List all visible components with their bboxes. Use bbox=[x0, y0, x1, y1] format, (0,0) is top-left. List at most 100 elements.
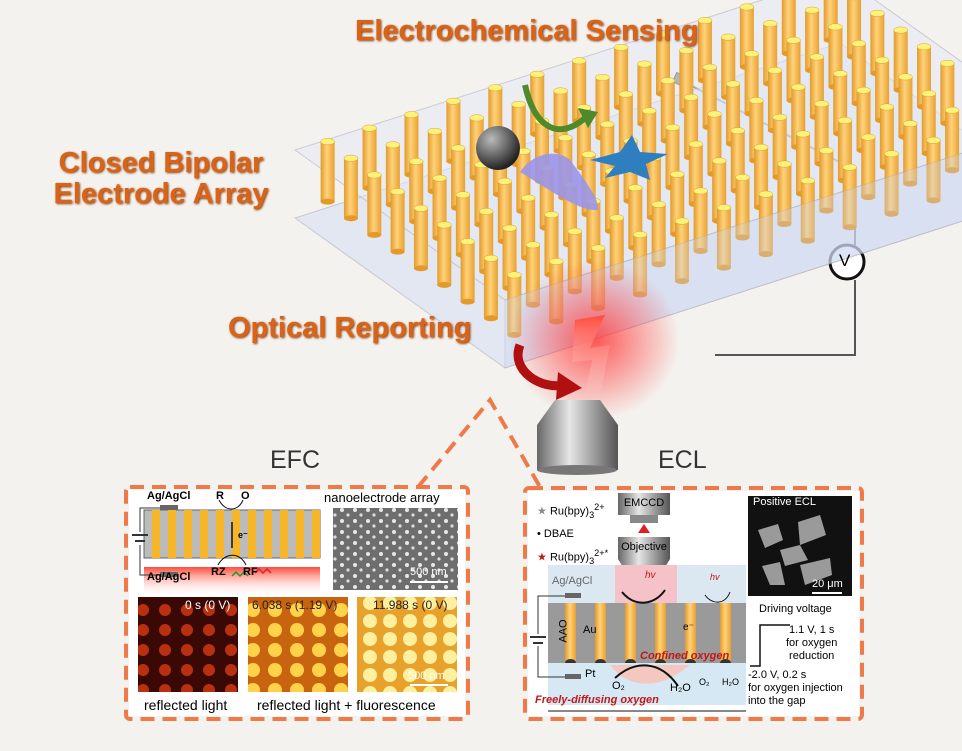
pillar-top bbox=[819, 147, 834, 155]
legend-item: ★ Ru(bpy)32+ bbox=[537, 498, 608, 525]
nanoelectrode-bar bbox=[168, 510, 176, 558]
pillar-top bbox=[804, 6, 820, 14]
pillar bbox=[735, 174, 750, 241]
objective-label: Objective bbox=[621, 541, 667, 553]
pillar-top bbox=[940, 59, 955, 67]
pillar-body bbox=[390, 191, 405, 252]
efc-frame-0 bbox=[138, 597, 238, 692]
arrow-head bbox=[578, 108, 598, 128]
pillar-base bbox=[413, 265, 428, 272]
pillar-top bbox=[893, 26, 908, 34]
pillar-top bbox=[777, 160, 792, 168]
pillar-base bbox=[926, 197, 941, 204]
efc-heading: EFC bbox=[270, 446, 320, 474]
pillar-top bbox=[529, 70, 545, 78]
pillar-top bbox=[809, 53, 825, 61]
step-line: for oxygen bbox=[786, 637, 838, 649]
pillar-top bbox=[758, 190, 774, 198]
pillar-base bbox=[716, 264, 731, 271]
efc-schematic bbox=[132, 499, 321, 597]
pillar-base bbox=[735, 234, 750, 241]
h2o-label-2: H₂O bbox=[722, 677, 739, 687]
legend-item: ★ Ru(bpy)32+* bbox=[537, 544, 608, 571]
pillar-top bbox=[413, 204, 429, 212]
ecl-image-label: Positive ECL bbox=[753, 496, 816, 508]
pillar-base bbox=[390, 248, 405, 255]
h2o-label: H₂O bbox=[670, 682, 691, 694]
pillar bbox=[651, 200, 666, 268]
pillar bbox=[343, 154, 359, 222]
pillar-top bbox=[762, 20, 778, 28]
pillar-base bbox=[884, 210, 899, 217]
zoom-connector bbox=[124, 396, 864, 721]
pillar-top bbox=[553, 87, 568, 95]
pt-label: Pt bbox=[585, 668, 596, 680]
ecl-electron-label: e⁻ bbox=[683, 622, 694, 633]
pillar-body bbox=[320, 141, 335, 202]
pillar-top bbox=[711, 157, 727, 165]
pillar-top bbox=[637, 60, 652, 68]
pillar-top bbox=[679, 47, 694, 55]
title-optical-reporting: Optical Reporting bbox=[228, 312, 472, 344]
pillar-top bbox=[744, 50, 759, 58]
o2-label-2: O₂ bbox=[699, 677, 710, 687]
electron-label: e⁻ bbox=[238, 530, 248, 540]
pillar-top bbox=[688, 140, 704, 148]
pillar-top bbox=[507, 271, 522, 279]
pillar-body bbox=[945, 110, 960, 171]
pillar-base bbox=[437, 281, 452, 288]
pillar-top bbox=[497, 177, 513, 185]
pillar-top bbox=[842, 163, 857, 171]
pillar-body bbox=[777, 164, 792, 225]
pillar-body bbox=[819, 150, 834, 211]
title-line: Electrode Array bbox=[53, 178, 269, 210]
nanoelectrode-bar bbox=[312, 510, 320, 558]
pillar bbox=[437, 221, 452, 288]
pillar-base bbox=[842, 224, 857, 231]
pillar-base bbox=[819, 207, 834, 214]
reactant-rz: RZ bbox=[211, 566, 226, 578]
freely-diffusing-oxygen-label: Freely-diffusing oxygen bbox=[535, 694, 659, 706]
pillar-top bbox=[609, 214, 624, 222]
analyte-star bbox=[590, 135, 668, 180]
analyte-cell bbox=[520, 153, 599, 211]
pillar-top bbox=[735, 174, 750, 181]
reactant-r: R bbox=[216, 490, 224, 502]
pillar-top bbox=[916, 43, 932, 51]
pillar-top bbox=[902, 120, 918, 128]
step-line: into the gap bbox=[748, 695, 806, 707]
pillar-body bbox=[367, 174, 382, 235]
sem-scale-label: 500 nm bbox=[410, 566, 447, 578]
pillar bbox=[367, 171, 382, 238]
pillar-base bbox=[800, 237, 815, 244]
pillar-body bbox=[903, 123, 918, 184]
pillar-top bbox=[520, 194, 536, 202]
pillar-top bbox=[874, 56, 890, 64]
pillar bbox=[800, 177, 816, 244]
pillar-base bbox=[460, 298, 475, 305]
gold-nanorod bbox=[685, 603, 696, 663]
pillar-base bbox=[693, 247, 708, 254]
pillar-top bbox=[721, 33, 736, 41]
dot-icon: • bbox=[537, 527, 541, 540]
nanoelectrode-bar bbox=[280, 510, 288, 558]
gold-nanorod bbox=[565, 603, 576, 663]
pillar-body bbox=[716, 207, 731, 268]
pillar-top bbox=[898, 73, 913, 81]
pillar-top bbox=[739, 3, 755, 11]
pillar-top bbox=[856, 86, 871, 94]
pillar bbox=[413, 204, 429, 272]
microscope-objective bbox=[537, 400, 618, 475]
pillar bbox=[320, 138, 335, 205]
pillar-base bbox=[320, 198, 335, 205]
pillar-top bbox=[837, 116, 853, 124]
aao-label: AAO bbox=[557, 619, 570, 643]
pillar-top bbox=[460, 238, 475, 246]
pillar-top bbox=[320, 138, 335, 146]
gold-nanorod bbox=[595, 603, 606, 663]
title-electrochemical-sensing: Electrochemical Sensing bbox=[355, 15, 699, 47]
legend-sub: 3 bbox=[589, 555, 595, 566]
pillar-top bbox=[944, 106, 960, 114]
pillar bbox=[758, 190, 774, 258]
pillar-body bbox=[800, 180, 815, 241]
